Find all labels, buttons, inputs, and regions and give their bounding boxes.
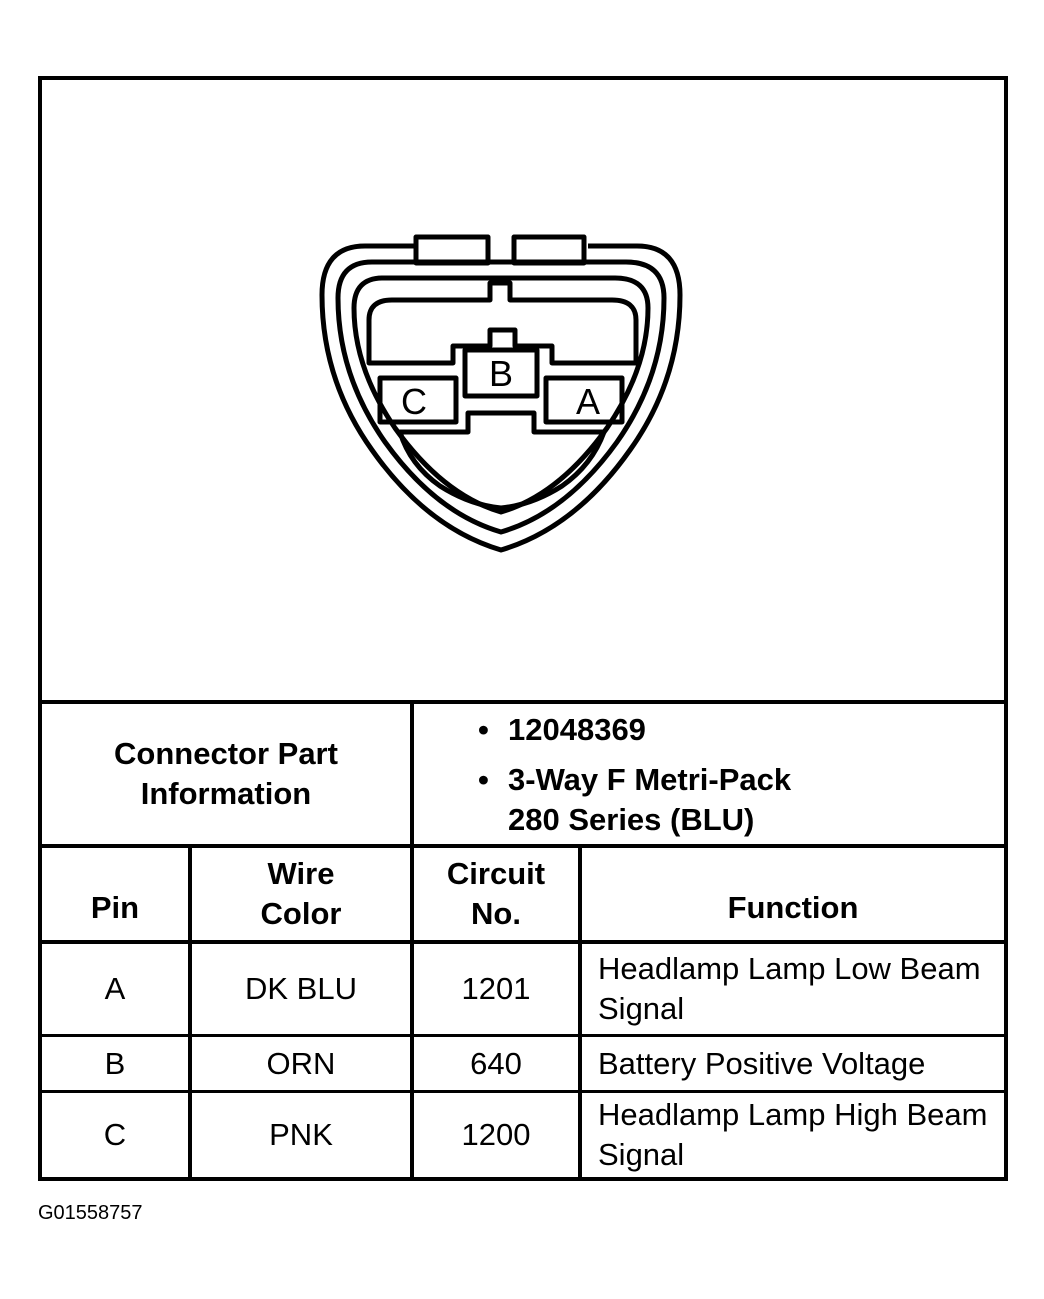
pin-cavity-c (377, 375, 459, 425)
row-c-pin: C (103, 1117, 127, 1152)
row-b-wire-color: ORN (266, 1045, 336, 1081)
middle-shell (335, 259, 667, 535)
row-a-pin: A (104, 971, 126, 1006)
header-wire-color: Wire Color (260, 856, 342, 931)
part-info-item: •3-Way F Metri-Pack 280 Series (BLU) (478, 762, 792, 837)
row-b-function: Battery Positive Voltage (598, 1045, 926, 1081)
row-a-wire-color: DK BLU (245, 971, 357, 1006)
outer-shell (319, 243, 683, 553)
latch-right (511, 234, 587, 266)
pin-label-b: B (489, 353, 513, 394)
figure-id: G01558757 (38, 1202, 143, 1224)
header-pin: Pin (90, 890, 140, 925)
divider-part-info (42, 844, 1004, 848)
connector-face-drawing: C B A (319, 234, 683, 553)
pin-label-a: A (576, 381, 600, 422)
header-circuit-no: Circuit No. (446, 856, 546, 931)
row-a-circuit: 1201 (461, 971, 531, 1006)
latch-left (413, 234, 491, 266)
divider-v-pin (188, 844, 192, 1177)
connector-sheet: C B A Connector Part Information •120483… (38, 76, 1008, 1181)
part-number: 12048369 (508, 712, 646, 747)
header-function: Function (727, 890, 859, 925)
pin-cavity-b (462, 347, 540, 399)
divider-v-function (578, 844, 582, 1177)
upper-key (366, 280, 639, 366)
part-info-item: •12048369 (478, 712, 646, 747)
part-info-label: Connector Part Information (114, 736, 338, 811)
divider-row-a (42, 1034, 1004, 1037)
row-c-wire-color: PNK (269, 1117, 333, 1152)
inner-cavity (351, 275, 651, 515)
pin-label-c: C (401, 381, 427, 422)
row-b-pin: B (104, 1045, 126, 1081)
row-c-circuit: 1200 (461, 1117, 531, 1152)
divider-v-circuit (410, 700, 414, 1177)
lower-key (397, 410, 607, 511)
divider-header (42, 940, 1004, 944)
divider-diagram (42, 700, 1004, 704)
part-description: 3-Way F Metri-Pack 280 Series (BLU) (508, 762, 792, 837)
row-c-function: Headlamp Lamp High Beam Signal (598, 1097, 988, 1172)
row-a-function: Headlamp Lamp Low Beam Signal (598, 951, 981, 1026)
pin-cavity-a (543, 375, 625, 425)
connector-diagram: C B A (42, 80, 1004, 700)
divider-row-b (42, 1090, 1004, 1093)
part-info-items: •12048369 •3-Way F Metri-Pack 280 Series… (478, 710, 998, 850)
row-b-circuit: 640 (470, 1045, 522, 1081)
